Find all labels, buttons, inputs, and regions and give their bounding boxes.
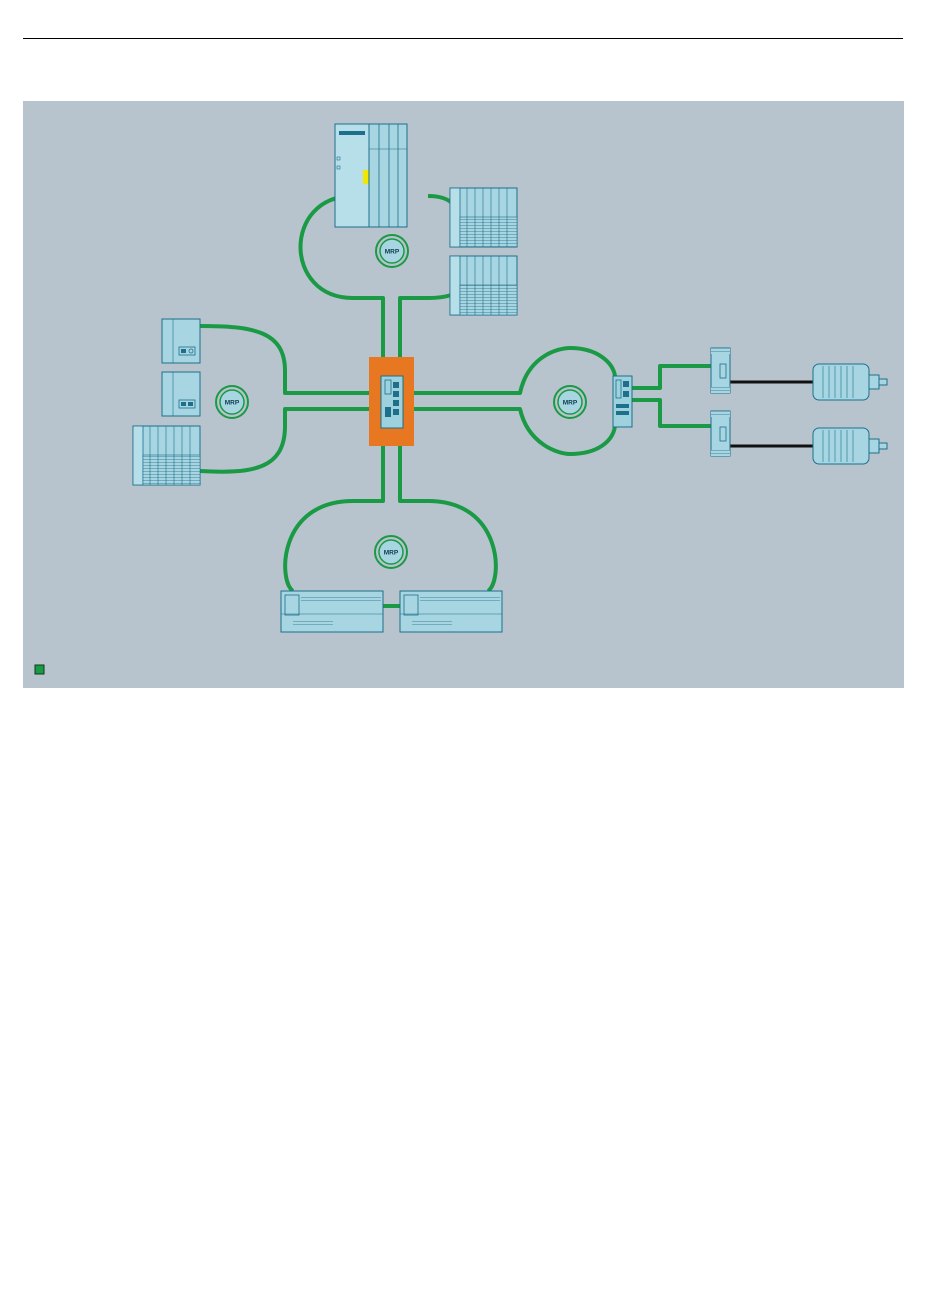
ring-left bbox=[200, 326, 383, 393]
mrp-label: MRP bbox=[563, 400, 578, 407]
io-module-icon[interactable] bbox=[450, 188, 517, 247]
mrp-badge-left: MRP bbox=[216, 386, 248, 418]
central-switch-icon[interactable] bbox=[381, 376, 403, 428]
mrp-badge-right: MRP bbox=[554, 386, 586, 418]
io-head-icon[interactable] bbox=[162, 372, 200, 416]
motor-icon bbox=[813, 428, 887, 464]
legend-swatch-icon bbox=[35, 665, 44, 674]
io-head-icon[interactable] bbox=[162, 319, 200, 363]
header-rule bbox=[23, 38, 903, 39]
drive-icon[interactable] bbox=[711, 348, 730, 393]
mrp-badge-top: MRP bbox=[376, 235, 408, 267]
io-module-icon[interactable] bbox=[133, 426, 200, 485]
motor-icon bbox=[813, 364, 887, 400]
mrp-label: MRP bbox=[385, 249, 400, 256]
ring-bottom bbox=[285, 431, 383, 591]
io-module-icon[interactable] bbox=[400, 591, 502, 632]
network-diagram: MRP MRP MRP MRP bbox=[23, 101, 904, 688]
mrp-label: MRP bbox=[225, 400, 240, 407]
ring-switch-icon[interactable] bbox=[613, 376, 632, 427]
mrp-label: MRP bbox=[384, 550, 399, 557]
motor-cables bbox=[730, 382, 813, 446]
controller-icon[interactable] bbox=[335, 124, 407, 227]
io-module-icon[interactable] bbox=[281, 591, 383, 632]
io-module-icon[interactable] bbox=[450, 256, 517, 315]
mrp-badge-bottom: MRP bbox=[375, 536, 407, 568]
ring-right bbox=[400, 348, 615, 393]
drive-icon[interactable] bbox=[711, 411, 730, 456]
